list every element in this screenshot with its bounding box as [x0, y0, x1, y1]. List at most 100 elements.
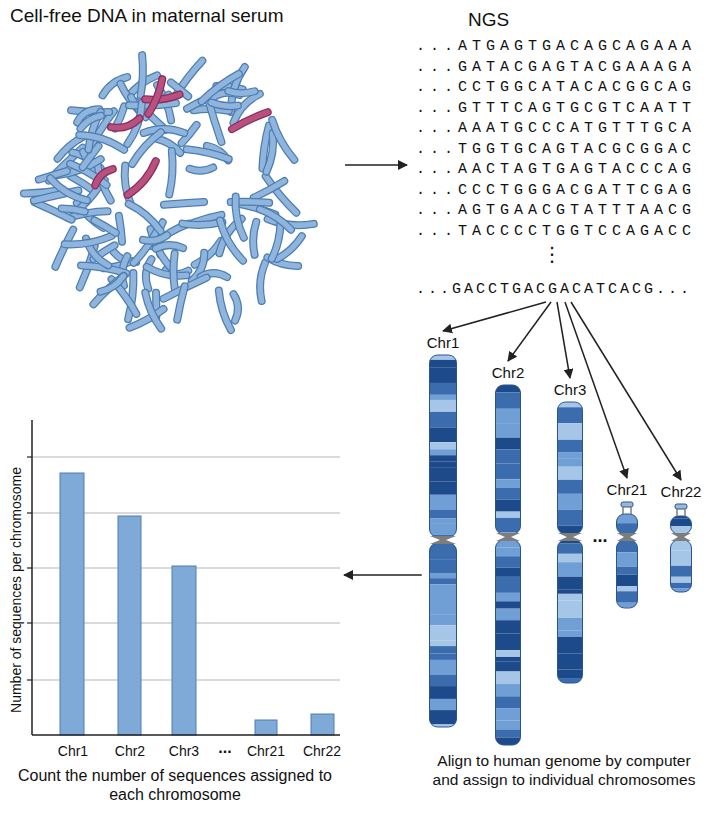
maternal-dna-fragment [134, 232, 157, 263]
fragment-outline [50, 178, 87, 200]
fragment-outline [141, 55, 143, 95]
chromosome-band [429, 400, 457, 412]
chromosome-band [429, 455, 457, 461]
sequence-read-box: ...GACCTGACGACATCACG... [416, 280, 692, 299]
chromosome-band [557, 577, 583, 590]
ellipsis: ... [592, 526, 607, 547]
sequence-read: ...AGTGAACGTATTTAACG [416, 201, 700, 222]
chromosome-band [670, 508, 692, 518]
axis-title: Number of sequences per chromosome [8, 467, 24, 713]
fragment-outline [93, 276, 123, 304]
maternal-dna-fragment [94, 220, 115, 233]
fragment-outline [232, 112, 268, 129]
fragment-outline [65, 236, 112, 245]
chromosome-ideogram [670, 504, 692, 592]
chromosome-band [616, 591, 638, 602]
sequence-read: ...CCTGGCATACACGGCAG [416, 78, 700, 99]
chromosome-band [495, 720, 521, 729]
fragment-outline [80, 116, 100, 129]
chromosome-band [495, 488, 521, 500]
chromosome-band [429, 368, 457, 383]
chromosome-band [616, 586, 638, 591]
axis-tick-label: Chr21 [247, 743, 285, 759]
chromosome-band [495, 650, 521, 657]
chromosome: Chr21 [605, 481, 650, 608]
chromosome-band [495, 409, 521, 424]
y-axis [31, 420, 33, 735]
chromosome-band [495, 737, 521, 754]
chromosome-band [557, 637, 583, 654]
sequence-read: ...AACTAGTGAGTACCCAG [416, 160, 700, 181]
maternal-dna-fragment [65, 236, 112, 245]
arrow-connector [443, 302, 546, 331]
chromosome-ideogram [557, 402, 583, 683]
chromosome-band [616, 502, 638, 507]
maternal-dna-fragment [254, 181, 285, 198]
chromosome-band [495, 657, 521, 662]
chromosome-band [557, 407, 583, 423]
ellipsis: ... [218, 739, 231, 757]
fragment-outline [228, 91, 254, 93]
fragment-outline [58, 136, 85, 159]
chromosome: Chr22 [659, 483, 704, 592]
chromosome-band [670, 504, 692, 508]
fragment-outline [94, 220, 115, 233]
fragment-outline [164, 202, 204, 205]
chromosome-band [429, 427, 457, 442]
fragment-outline [260, 209, 291, 229]
fetal-dna-fragment [128, 161, 156, 195]
sequence-reads: NGS...ATGAGTGACAGCAGAAA...GATACGAGTACGAA… [412, 8, 704, 266]
arrow-connector [557, 302, 570, 378]
centromere [558, 533, 582, 541]
maternal-dna-fragment [260, 262, 265, 301]
chromosome-band [495, 620, 521, 633]
maternal-dna-fragment [182, 222, 222, 225]
chromosome-band [495, 633, 521, 650]
chromosome-label: Chr21 [605, 481, 650, 498]
maternal-dna-fragment [173, 254, 175, 292]
chromosome-band [429, 383, 457, 395]
chromosome-band [557, 600, 583, 617]
fragment-outline [62, 208, 85, 211]
chromosome-band [429, 625, 457, 640]
maternal-dna-fragment [272, 223, 281, 259]
chromosome-band [495, 577, 521, 593]
bar [60, 473, 84, 735]
bar [172, 566, 196, 735]
chromosome-band [429, 646, 457, 653]
fragment-outline [254, 181, 285, 198]
x-axis [32, 734, 340, 736]
maternal-dna-fragment [79, 135, 124, 150]
stalk [676, 509, 678, 516]
chromosome-band [429, 395, 457, 400]
chromosome-band [429, 524, 457, 535]
fragment-outline [134, 232, 157, 263]
maternal-dna-fragment [50, 178, 87, 200]
fragment-outline [111, 118, 139, 127]
chromosome-band [557, 544, 583, 554]
maternal-dna-fragment [272, 120, 294, 160]
fetal-dna-fragment [232, 112, 268, 129]
fetal-dna-fragment [145, 94, 179, 99]
fragment-outline [219, 291, 231, 330]
caption: Align to human genome by computer and as… [425, 752, 703, 789]
maternal-dna-fragment [129, 204, 161, 231]
heading: NGS [468, 8, 700, 32]
chromosome-band [616, 567, 638, 575]
chromosome-arm-outline [495, 385, 520, 534]
chromosome-band [495, 500, 521, 512]
axis-tick-label: Chr3 [169, 743, 199, 759]
chromosome-band [557, 590, 583, 594]
chromosome-band [429, 461, 457, 467]
chromosome-band [429, 449, 457, 455]
fetal-dna-fragment [148, 79, 162, 114]
chromosome-arm-outline [670, 540, 691, 592]
fragment-outline [95, 169, 113, 185]
bar [311, 714, 334, 735]
chromosome-band [557, 467, 583, 480]
maternal-dna-fragment [164, 202, 204, 205]
chromosome-band [670, 519, 692, 527]
chromosome-band [495, 512, 521, 518]
maternal-dna-fragment [169, 151, 172, 194]
chromosome-band [616, 603, 638, 608]
